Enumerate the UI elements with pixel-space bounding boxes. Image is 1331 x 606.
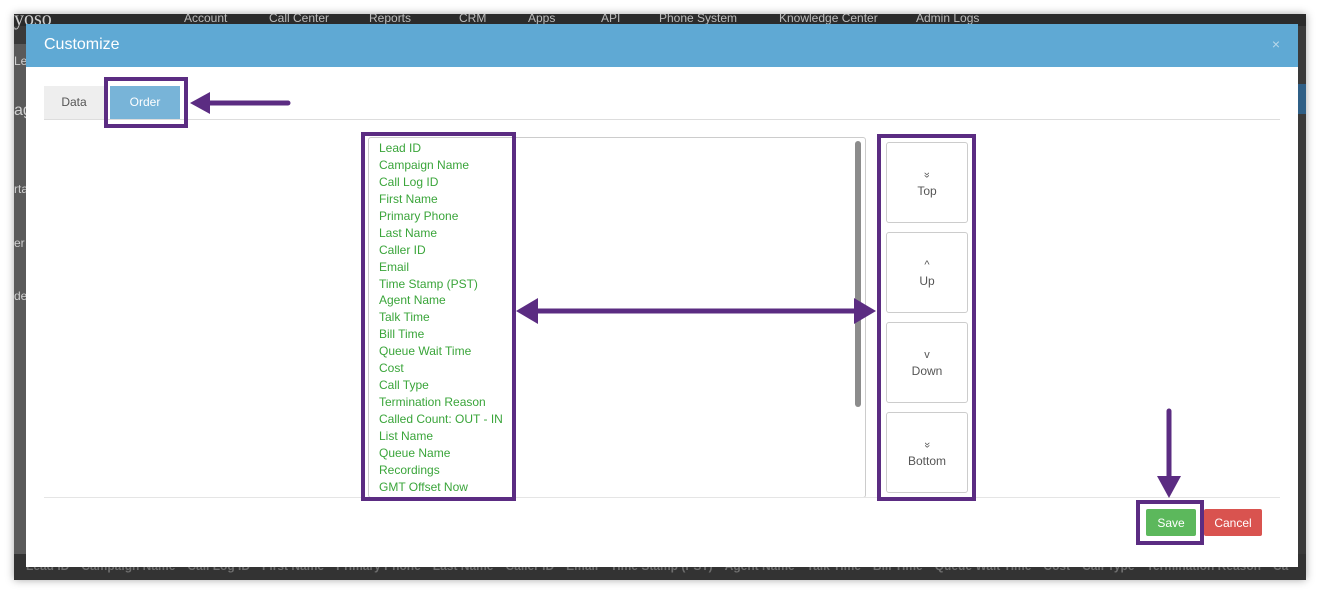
nav-crm[interactable]: CRM bbox=[459, 14, 487, 25]
field-list-item[interactable]: Campaign Name bbox=[379, 157, 470, 172]
customize-modal: Customize × Data Order Lead ID Campaign N… bbox=[26, 24, 1298, 567]
field-list-item[interactable]: Called Count: OUT - IN bbox=[379, 412, 503, 426]
field-list-item[interactable]: Talk Time bbox=[379, 310, 430, 325]
double-chevron-down-icon: » bbox=[921, 441, 933, 449]
move-top-button[interactable]: « Top bbox=[886, 142, 968, 223]
field-list-item[interactable]: Bill Time bbox=[379, 327, 425, 342]
nav-api[interactable]: API bbox=[601, 14, 621, 25]
nav-admin-logs[interactable]: Admin Logs bbox=[916, 14, 980, 25]
field-list-item[interactable]: Lead ID bbox=[379, 141, 422, 155]
field-list-item[interactable]: First Name bbox=[379, 191, 438, 206]
field-list-item[interactable]: Time Stamp (PST) bbox=[379, 276, 478, 291]
listbox-scrollbar[interactable] bbox=[855, 141, 861, 407]
tab-order[interactable]: Order bbox=[110, 86, 180, 119]
background-fragment: er bbox=[14, 236, 25, 250]
background-fragment: Le bbox=[14, 54, 28, 68]
nav-account[interactable]: Account bbox=[184, 14, 228, 25]
chevron-up-icon: ^ bbox=[924, 259, 930, 271]
field-list-item[interactable]: Agent Name bbox=[379, 293, 446, 308]
field-list-item[interactable]: Primary Phone bbox=[379, 208, 459, 223]
modal-title: Customize bbox=[44, 36, 120, 53]
nav-phone-system[interactable]: Phone System bbox=[659, 14, 738, 25]
field-list-item[interactable]: Recordings bbox=[379, 462, 440, 477]
move-bottom-button[interactable]: » Bottom bbox=[886, 412, 968, 493]
field-list-item[interactable]: Queue Wait Time bbox=[379, 344, 472, 359]
move-up-label: Up bbox=[919, 274, 935, 288]
nav-call-center[interactable]: Call Center bbox=[269, 14, 330, 25]
modal-header: Customize × bbox=[26, 24, 1298, 67]
background-right-button bbox=[1298, 84, 1306, 114]
field-list-item[interactable]: Termination Reason bbox=[379, 395, 486, 410]
field-list-item[interactable]: Email bbox=[379, 259, 410, 274]
modal-tabs: Data Order bbox=[44, 86, 1280, 120]
move-up-button[interactable]: ^ Up bbox=[886, 232, 968, 313]
background-fragment: de bbox=[14, 289, 28, 303]
field-list-item[interactable]: Last Name bbox=[379, 225, 438, 240]
nav-knowledge-center[interactable]: Knowledge Center bbox=[779, 14, 878, 25]
move-down-label: Down bbox=[911, 364, 943, 378]
background-fragment: rta bbox=[14, 182, 29, 196]
move-down-button[interactable]: v Down bbox=[886, 322, 968, 403]
move-top-label: Top bbox=[917, 184, 937, 198]
field-list-item[interactable]: List Name bbox=[379, 428, 434, 443]
field-list-item[interactable]: Call Type bbox=[379, 378, 429, 393]
nav-reports[interactable]: Reports bbox=[369, 14, 412, 25]
move-bottom-label: Bottom bbox=[907, 454, 946, 468]
field-list-item[interactable]: GMT Offset Now bbox=[379, 479, 468, 494]
double-chevron-up-icon: « bbox=[921, 171, 933, 179]
background-left-strip: Le ag rta er de bbox=[14, 44, 32, 574]
field-list-item[interactable]: Cost bbox=[379, 361, 404, 376]
field-list-item[interactable]: Queue Name bbox=[379, 445, 451, 460]
save-button[interactable]: Save bbox=[1146, 509, 1196, 536]
background-top-nav: yoso Account Call Center Reports CRM App… bbox=[14, 14, 1306, 30]
field-list-item[interactable]: Call Log ID bbox=[379, 174, 439, 189]
modal-footer-divider bbox=[44, 497, 1280, 498]
cancel-button[interactable]: Cancel bbox=[1204, 509, 1262, 536]
chevron-down-icon: v bbox=[924, 349, 930, 361]
tab-data[interactable]: Data bbox=[44, 86, 104, 119]
close-icon[interactable]: × bbox=[1271, 36, 1280, 52]
field-list-item[interactable]: Caller ID bbox=[379, 242, 426, 257]
nav-apps[interactable]: Apps bbox=[528, 14, 556, 25]
